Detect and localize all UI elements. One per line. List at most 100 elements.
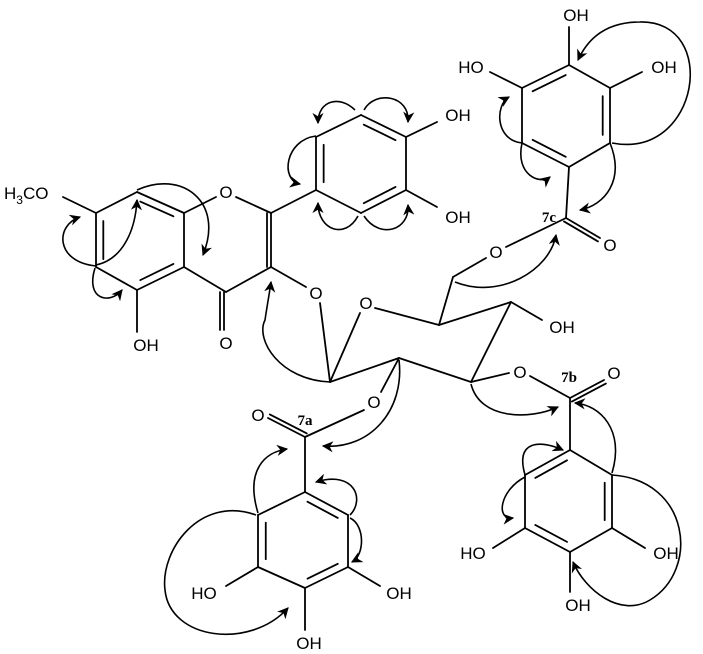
carbonyl-o-7c-label: O bbox=[603, 236, 616, 255]
sugar-bond bbox=[470, 301, 512, 383]
c5-c6-bond bbox=[438, 276, 454, 326]
hmbc-correlation-arrow bbox=[163, 509, 289, 636]
hmbc-correlation-arrow bbox=[363, 97, 415, 124]
ester-7b-bond bbox=[470, 372, 510, 383]
sugar-bond bbox=[329, 357, 400, 383]
galloyl-a-ring-bond bbox=[304, 491, 349, 516]
hmbc-correlation-arrow bbox=[571, 474, 682, 607]
carbonyl-7a-bond bbox=[268, 413, 308, 435]
carbonyl-o-7b-label: O bbox=[607, 364, 620, 383]
galloyl-b-ring-bond bbox=[524, 527, 571, 553]
hmbc-correlation-arrow bbox=[312, 201, 359, 231]
carbonyl-o-7a-label: O bbox=[251, 406, 264, 425]
ring-c-o-label: O bbox=[219, 183, 232, 202]
b-ring-bond bbox=[315, 189, 362, 214]
hmbc-correlation-arrow bbox=[92, 267, 123, 302]
b-ring-oh-lower-label: OH bbox=[445, 208, 471, 227]
hmbc-correlation-arrow bbox=[578, 142, 616, 214]
galloyl-c-link bbox=[565, 166, 570, 219]
galloyl-c-ring-bond bbox=[568, 142, 611, 168]
c2-c1prime-bond bbox=[270, 189, 317, 214]
galloyl-c-ring-double-bond bbox=[531, 74, 567, 93]
hmbc-correlation-arrow bbox=[519, 142, 551, 188]
oh-bond bbox=[225, 566, 259, 587]
galloyl-a-oh-right: OH bbox=[386, 584, 412, 603]
a-ring-oh-label: OH bbox=[133, 336, 159, 355]
oh-bond bbox=[609, 71, 643, 89]
galloyl-b-ring-bond bbox=[524, 449, 571, 476]
hmbc-correlation-arrow bbox=[253, 444, 289, 514]
galloyl-b-ring-bond bbox=[569, 527, 613, 553]
glycosidic-bond bbox=[319, 302, 331, 383]
ring-c-bond bbox=[225, 266, 272, 293]
galloyl-c-ring-double-bond bbox=[531, 138, 567, 158]
hmbc-correlation-arrow bbox=[470, 383, 560, 417]
oh-bond bbox=[492, 527, 526, 549]
b-ring-bond bbox=[360, 189, 407, 214]
hmbc-correlation-arrow bbox=[95, 198, 143, 266]
a-ring-double-bond bbox=[139, 200, 175, 218]
galloyl-b-oh-left: HO bbox=[460, 544, 486, 563]
galloyl-c-oh-right: OH bbox=[651, 58, 677, 77]
c3-o-bond bbox=[270, 266, 307, 288]
hmbc-correlation-arrow bbox=[62, 214, 97, 267]
b-ring-bond bbox=[360, 114, 407, 138]
b-ring-bond bbox=[315, 114, 362, 138]
galloyl-a-oh-bottom: OH bbox=[296, 634, 322, 653]
carbonyl-7c-bond bbox=[565, 217, 601, 239]
sugar-oh-label: OH bbox=[549, 318, 575, 337]
sugar-bond bbox=[438, 301, 512, 326]
galloyl-c-ring-bond bbox=[568, 64, 611, 89]
hmbc-correlation-arrow bbox=[312, 100, 356, 125]
ester-o-7b-label: O bbox=[513, 363, 526, 382]
hmbc-correlation-arrow bbox=[454, 233, 560, 288]
hmbc-correlation-arrow bbox=[577, 21, 692, 146]
galloyl-c-oh-left: HO bbox=[458, 58, 484, 77]
galloyl-a-ring-double-bond bbox=[306, 562, 339, 580]
carbonyl-7c-bond bbox=[563, 220, 599, 243]
a-ring-bond bbox=[95, 191, 138, 214]
galloyl-c-oh-top: OH bbox=[563, 6, 589, 25]
sugar-bond bbox=[374, 307, 440, 326]
galloyl-b-ring-double-bond bbox=[534, 524, 568, 543]
hmbc-correlation-arrow bbox=[314, 473, 358, 516]
hmbc-correlation-arrow bbox=[522, 440, 565, 476]
oh-bond bbox=[347, 566, 381, 587]
hmbc-correlation-arrow bbox=[497, 96, 523, 144]
c6-o-bond bbox=[452, 257, 487, 278]
a-ring-bond bbox=[136, 266, 185, 291]
galloyl-b-ring-double-bond bbox=[534, 459, 568, 479]
hmbc-correlation-arrow bbox=[287, 135, 317, 188]
position-7c-label: 7c bbox=[542, 210, 557, 226]
atom-labels: H3CO OH O O OH OH O O OH O O 7c OH HO OH… bbox=[4, 6, 679, 653]
hmbc-correlation-arrow bbox=[136, 183, 212, 257]
galloyl-b-oh-bottom: OH bbox=[565, 596, 591, 615]
galloyl-a-ring-bond bbox=[257, 566, 306, 589]
galloyl-a-ring-bond bbox=[304, 566, 349, 589]
carbonyl-7b-bond bbox=[570, 382, 607, 403]
hmbc-correlation-arrow bbox=[573, 398, 617, 474]
b-ring-oh-upper-label: OH bbox=[445, 106, 471, 125]
methoxy-bond bbox=[62, 196, 97, 214]
hmbc-correlation-arrow bbox=[349, 517, 364, 563]
oh-bond bbox=[489, 71, 523, 89]
sugar-bond bbox=[329, 312, 361, 383]
b-ring-double-bond bbox=[362, 123, 397, 142]
hmbc-correlation-arrow bbox=[262, 280, 331, 383]
carbonyl-7b-bond bbox=[569, 379, 605, 399]
oh-bond bbox=[611, 527, 646, 549]
bonds bbox=[62, 26, 646, 631]
carbonyl-7a-bond bbox=[267, 417, 306, 438]
ester-7a-bond bbox=[304, 409, 365, 438]
ring-c-bond bbox=[183, 196, 217, 214]
galloyl-a-oh-left: HO bbox=[191, 584, 217, 603]
ester-o-7a-label: O bbox=[367, 393, 380, 412]
ester-7a-bond bbox=[380, 357, 400, 393]
ester-7c-bond bbox=[505, 217, 567, 248]
hmbc-arrows bbox=[62, 21, 692, 636]
hmbc-correlation-arrow bbox=[363, 203, 415, 231]
a-ring-bond bbox=[136, 191, 185, 214]
position-7a-label: 7a bbox=[298, 413, 314, 429]
